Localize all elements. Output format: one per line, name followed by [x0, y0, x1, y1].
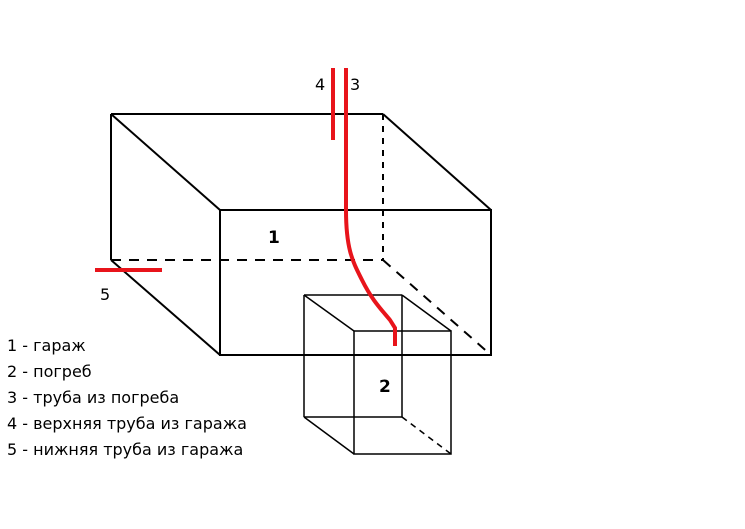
label-pipe-3: 3: [350, 75, 360, 94]
label-pipe-5: 5: [100, 285, 110, 304]
garage-edge-bottom-left: [110, 259, 221, 356]
legend-item: 1 - гараж: [7, 336, 86, 355]
label-cellar: 2: [379, 377, 391, 397]
cellar-front-face: [353, 330, 452, 455]
legend-item: 2 - погреб: [7, 362, 92, 381]
garage-box: [110, 113, 492, 356]
cellar-box: [303, 294, 452, 455]
cellar-edge-bottom-left: [303, 416, 355, 455]
garage-front-face: [219, 209, 492, 356]
pipe-from-cellar: [344, 68, 397, 346]
cellar-edge-top-right: [401, 294, 452, 332]
legend: 1 - гараж 2 - погреб 3 - труба из погреб…: [7, 333, 247, 463]
label-garage: 1: [268, 228, 280, 248]
legend-item: 5 - нижняя труба из гаража: [7, 440, 244, 459]
pipes: [95, 68, 397, 346]
cellar-edge-top-left: [303, 294, 355, 332]
legend-item: 3 - труба из погреба: [7, 388, 180, 407]
label-pipe-4: 4: [315, 75, 325, 94]
garage-edge-top-right: [382, 113, 492, 211]
legend-item: 4 - верхняя труба из гаража: [7, 414, 247, 433]
cellar-edge-bottom-right-hidden: [401, 416, 452, 455]
garage-edge-bottom-right-hidden: [382, 259, 492, 356]
garage-edge-top-left: [110, 113, 221, 211]
